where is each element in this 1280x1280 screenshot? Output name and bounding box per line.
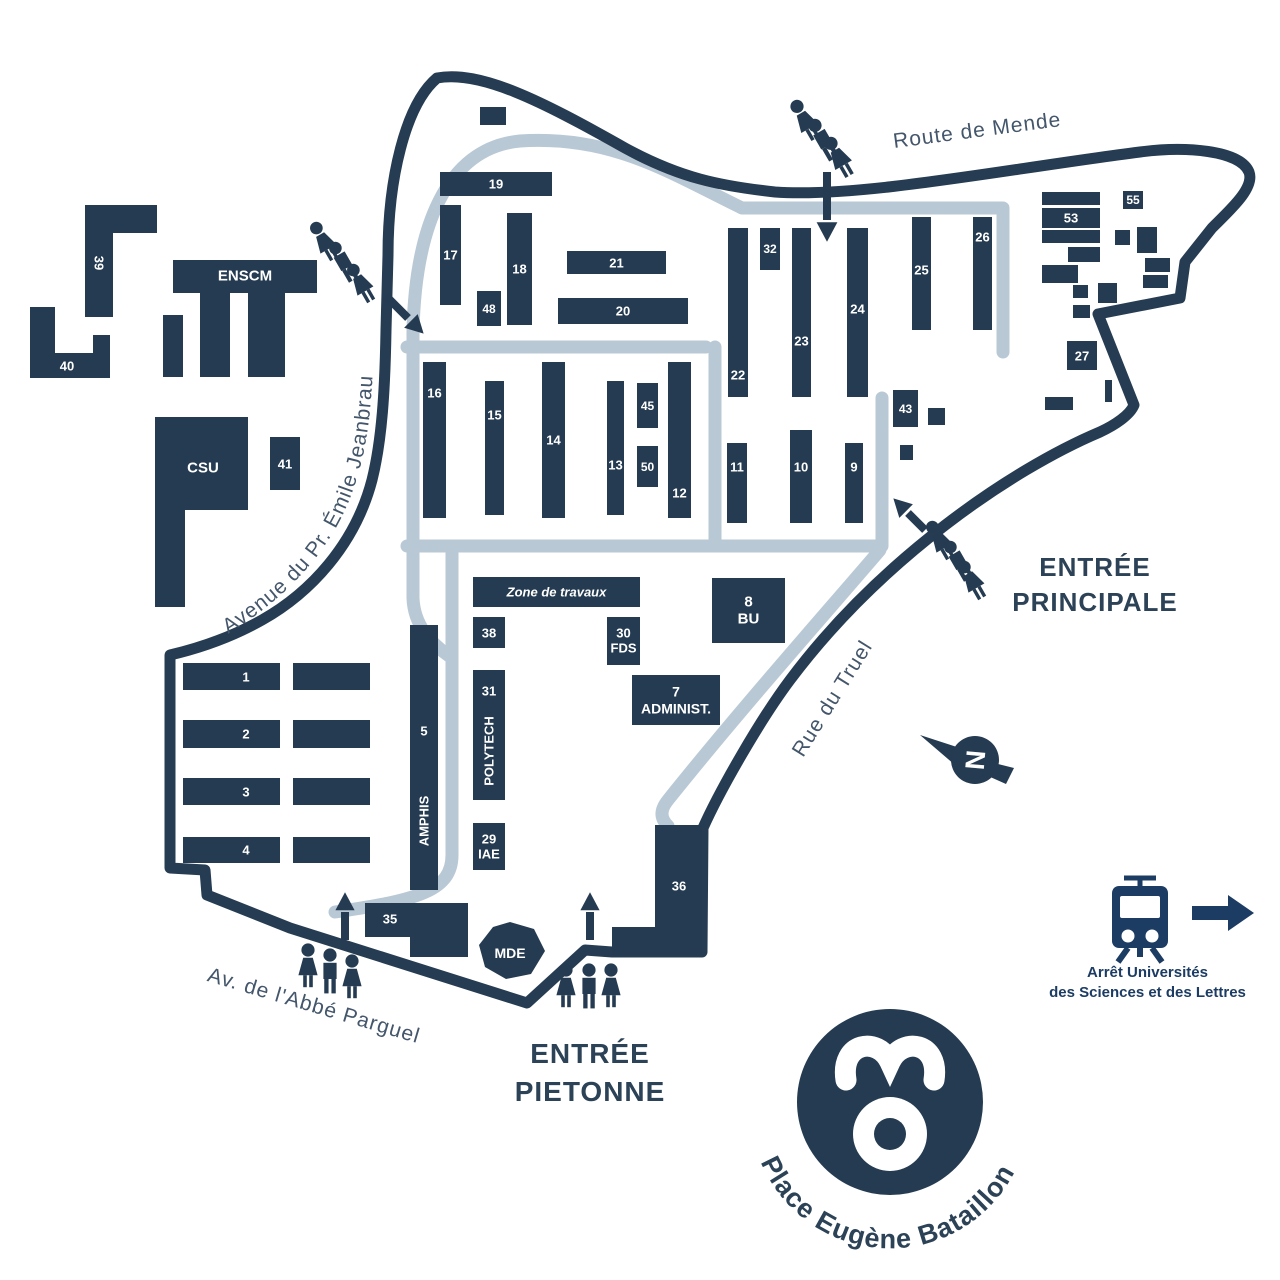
street-rue-du-truel: Rue du Truel	[788, 636, 878, 760]
pedestrians-icon-pietonne	[556, 963, 621, 1009]
street-route-de-mende: Route de Mende	[892, 108, 1063, 153]
place-logo	[797, 1009, 983, 1195]
tram-stop-label: Arrêt Universités des Sciences et des Le…	[1035, 963, 1260, 1004]
entrance-arrow-pietonne	[580, 892, 600, 940]
entrance-pietonne-label: ENTRÉE PIETONNE	[455, 1035, 725, 1111]
tram-icon	[1112, 875, 1168, 964]
internal-roads	[328, 133, 1010, 919]
entrance-arrow-mende	[816, 172, 838, 242]
entrance-arrow-enscm	[383, 293, 431, 341]
tram-stop-line1: Arrêt Universités	[1087, 964, 1208, 981]
tram-stop-line2: des Sciences et des Lettres	[1049, 984, 1246, 1002]
building-shapes	[30, 205, 702, 979]
entrance-principale-label: ENTRÉE PRINCIPALE	[975, 550, 1215, 620]
boundary-roads	[164, 71, 1256, 1009]
pedestrians-icon-mende	[785, 95, 858, 181]
entrance-arrow-principale	[886, 491, 928, 533]
svg-text:N: N	[959, 749, 991, 771]
entrance-pietonne-line2: PIETONNE	[514, 1075, 666, 1107]
compass-icon: N	[920, 735, 1014, 784]
entrance-arrow-parguel	[335, 892, 355, 940]
street-abbe-parguel: Av. de l'Abbé Parguel	[205, 963, 423, 1048]
entrance-principale-line1: ENTRÉE	[1039, 552, 1151, 582]
tram-arrow-icon	[1192, 895, 1254, 931]
entrance-principale-line2: PRINCIPALE	[1012, 587, 1178, 618]
entrance-pietonne-line1: ENTRÉE	[530, 1038, 650, 1069]
